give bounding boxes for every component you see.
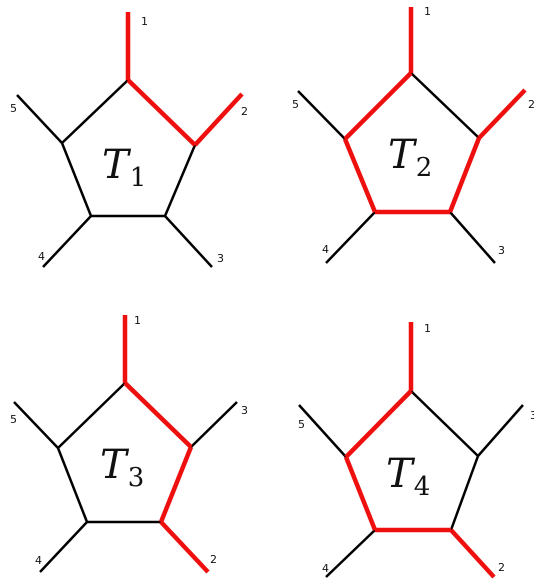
leg-edge-2-highlighted bbox=[477, 88, 527, 140]
pentagon-side-highlighted bbox=[344, 389, 413, 459]
leg-label: 2 bbox=[210, 553, 217, 566]
tree-title: T1 bbox=[102, 142, 146, 193]
leg-edge-3 bbox=[164, 215, 213, 268]
tree-title-index: 3 bbox=[128, 463, 145, 493]
leg-label: 3 bbox=[217, 252, 224, 265]
leg-label: 1 bbox=[141, 15, 148, 28]
leg-edge-2-highlighted bbox=[193, 92, 244, 147]
leg-label: 5 bbox=[10, 413, 17, 426]
leg-edge-5 bbox=[13, 401, 59, 449]
leg-edge-4 bbox=[39, 521, 88, 573]
leg-edge-2-highlighted bbox=[159, 520, 210, 574]
leg-edge-5 bbox=[298, 404, 347, 458]
pentagon-side bbox=[61, 79, 129, 144]
tree-title-index: 1 bbox=[130, 163, 147, 193]
tree-title-letter: T bbox=[388, 132, 418, 178]
leg-label: 5 bbox=[298, 418, 305, 431]
pentagon-side bbox=[57, 382, 126, 449]
leg-label: 5 bbox=[10, 102, 17, 115]
pentagon-side bbox=[60, 142, 93, 217]
leg-label: 2 bbox=[241, 105, 248, 118]
leg-label: 4 bbox=[322, 243, 329, 256]
leg-label: 1 bbox=[424, 322, 431, 335]
tree-title-letter: T bbox=[100, 442, 130, 488]
leg-label: 3 bbox=[241, 404, 248, 417]
leg-edge-4 bbox=[325, 529, 376, 578]
pentagon-side-highlighted bbox=[343, 71, 413, 141]
pentagon-side bbox=[56, 447, 89, 523]
tree-title-index: 2 bbox=[416, 153, 433, 183]
tree-title-letter: T bbox=[102, 142, 132, 188]
leg-label: 3 bbox=[530, 409, 534, 422]
leg-edge-4 bbox=[325, 211, 376, 264]
leg-edge-5 bbox=[297, 90, 346, 140]
leg-label: 2 bbox=[498, 561, 505, 574]
pentagon-side-highlighted bbox=[342, 138, 378, 213]
leg-edge-2-highlighted bbox=[449, 528, 496, 579]
pentagon-side-highlighted bbox=[158, 446, 194, 523]
pentagon-side bbox=[449, 455, 480, 531]
leg-label: 2 bbox=[528, 98, 534, 111]
leg-edge-3 bbox=[449, 211, 496, 264]
leg-label: 4 bbox=[38, 250, 45, 263]
pentagon-side bbox=[410, 390, 479, 457]
tree-title: T3 bbox=[100, 442, 144, 493]
pentagon-side bbox=[163, 144, 197, 217]
pentagon-side-highlighted bbox=[126, 78, 197, 147]
pentagon-side-highlighted bbox=[123, 381, 193, 449]
leg-label: 4 bbox=[35, 554, 42, 567]
leg-label: 1 bbox=[134, 314, 141, 327]
leg-label: 5 bbox=[292, 98, 299, 111]
pentagon-side-highlighted bbox=[343, 456, 378, 531]
leg-edge-4 bbox=[42, 215, 92, 268]
leg-edge-3 bbox=[477, 404, 524, 457]
pentagon-side bbox=[410, 72, 480, 139]
leg-label: 4 bbox=[322, 562, 329, 575]
tree-title-letter: T bbox=[386, 451, 416, 497]
tree-title-index: 4 bbox=[414, 472, 431, 502]
pentagon-side-highlighted bbox=[447, 137, 482, 213]
leg-label: 1 bbox=[424, 5, 431, 18]
tree-title: T4 bbox=[386, 451, 430, 502]
tree-title: T2 bbox=[388, 132, 432, 183]
leg-edge-5 bbox=[16, 94, 63, 144]
leg-label: 3 bbox=[498, 244, 505, 257]
leg-edge-3 bbox=[190, 401, 238, 448]
